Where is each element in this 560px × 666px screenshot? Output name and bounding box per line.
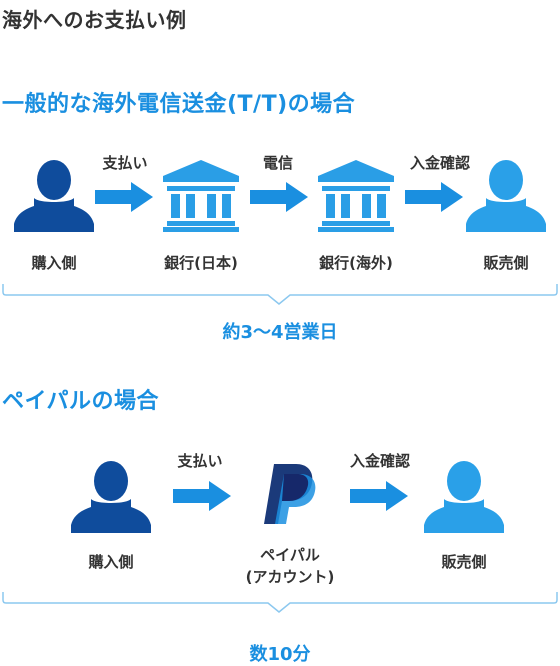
buyer-person-icon	[71, 459, 151, 533]
paypal-logo-icon	[264, 464, 316, 524]
tt-step-payment-label: 支払い	[102, 154, 148, 172]
seller-person-icon	[424, 459, 504, 533]
arrow-right-icon	[95, 182, 153, 212]
seller-person-icon	[466, 158, 546, 232]
arrow-right-icon	[250, 182, 308, 212]
tt-duration-label: 約3〜4営業日	[222, 322, 338, 343]
tt-node-buyer-label: 購入側	[31, 254, 77, 272]
tt-step-confirm-label: 入金確認	[409, 154, 470, 172]
paypal-step-confirm-label: 入金確認	[349, 452, 410, 470]
tt-step-wire-label: 電信	[262, 154, 293, 172]
paypal-section-title: ペイパルの場合	[2, 389, 160, 414]
tt-node-bank-japan-label: 銀行(日本)	[164, 254, 238, 272]
bank-icon	[316, 158, 396, 232]
arrow-right-icon	[350, 481, 408, 511]
paypal-node-buyer-label: 購入側	[88, 553, 134, 571]
paypal-node-account-sublabel: (アカウント)	[245, 568, 335, 586]
tt-section-title: 一般的な海外電信送金(T/T)の場合	[2, 92, 356, 117]
tt-node-seller-label: 販売側	[483, 254, 529, 272]
paypal-duration-label: 数10分	[249, 644, 311, 665]
bank-icon	[161, 158, 241, 232]
arrow-right-icon	[405, 182, 463, 212]
paypal-step-payment-label: 支払い	[177, 452, 223, 470]
paypal-duration-bracket	[2, 592, 558, 613]
tt-duration-bracket	[2, 284, 558, 305]
paypal-node-seller-label: 販売側	[441, 553, 487, 571]
buyer-person-icon	[14, 158, 94, 232]
arrow-right-icon	[173, 481, 231, 511]
paypal-node-account-label: ペイパル	[260, 546, 320, 564]
page-title: 海外へのお支払い例	[2, 8, 187, 32]
tt-node-bank-overseas-label: 銀行(海外)	[319, 254, 393, 272]
